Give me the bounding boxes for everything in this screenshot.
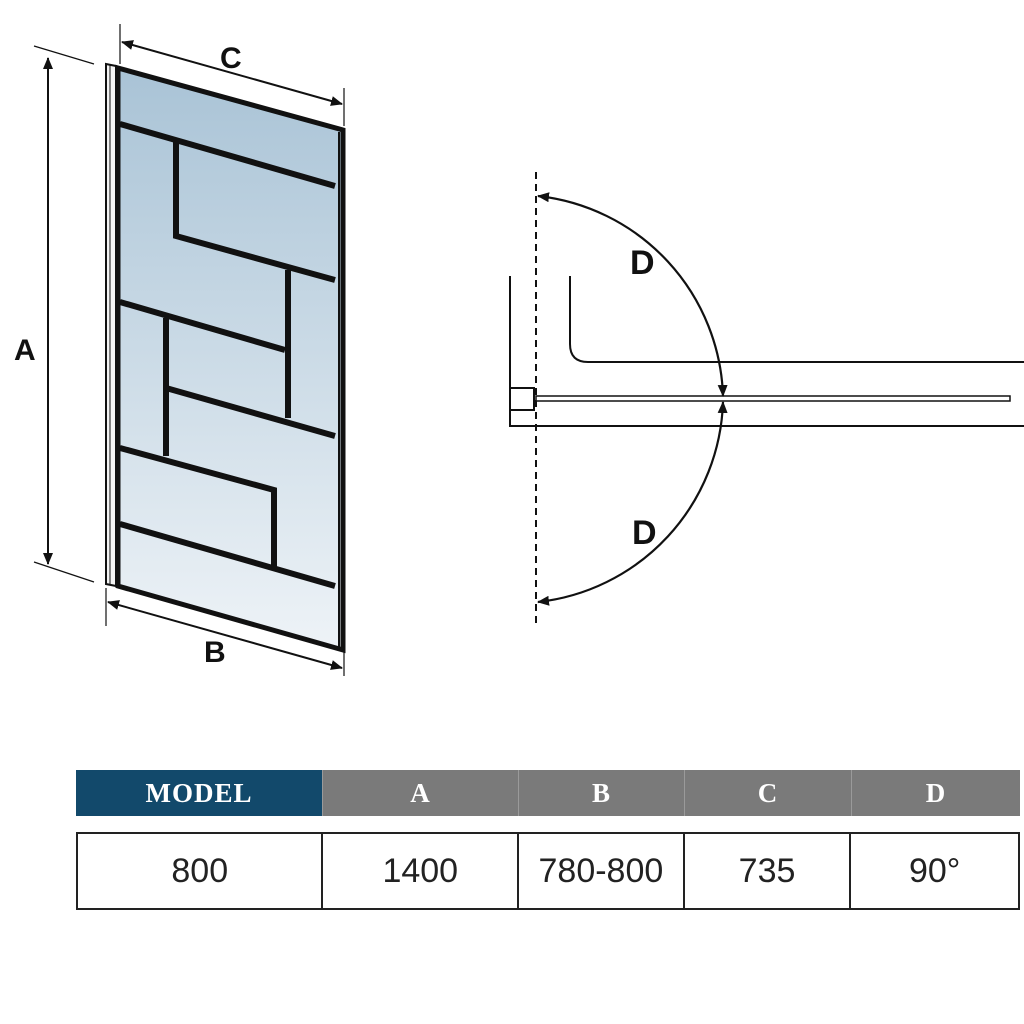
header-d: D: [851, 770, 1020, 816]
value-a: 1400: [321, 834, 517, 908]
wall-outline: [509, 276, 1024, 427]
label-b: B: [204, 636, 226, 669]
dimension-c: C: [119, 24, 345, 126]
label-c: C: [220, 42, 242, 75]
plan-view: D D: [509, 172, 1024, 628]
label-d-top: D: [630, 244, 655, 282]
header-b: B: [518, 770, 684, 816]
value-d: 90°: [849, 834, 1018, 908]
spec-table-header: MODEL A B C D: [76, 770, 1020, 816]
spec-table-row: 800 1400 780-800 735 90°: [76, 832, 1020, 910]
value-model: 800: [171, 851, 229, 890]
value-c: 735: [682, 834, 850, 908]
bath-outline: [569, 276, 1024, 363]
decorative-grid-bars: [119, 121, 336, 589]
header-c: C: [684, 770, 851, 816]
swing-arc-bottom: [537, 401, 728, 606]
dimension-a: A: [14, 45, 95, 583]
wall-profile: [105, 62, 117, 588]
spec-table: MODEL A B C D 800 1400 780-800 735 90°: [76, 770, 1020, 910]
shower-screen-diagram: A C B D D: [14, 24, 1024, 676]
hinge-profile: [509, 387, 535, 411]
glass-panel-plan: [535, 395, 1011, 402]
label-a: A: [14, 334, 36, 367]
swing-arc-top: [537, 192, 728, 397]
dimension-b: B: [105, 588, 345, 676]
glass-panel: [105, 62, 346, 654]
value-b: 780-800: [517, 834, 683, 908]
label-d-bottom: D: [632, 514, 657, 552]
header-model: MODEL: [76, 770, 322, 816]
header-a: A: [322, 770, 518, 816]
